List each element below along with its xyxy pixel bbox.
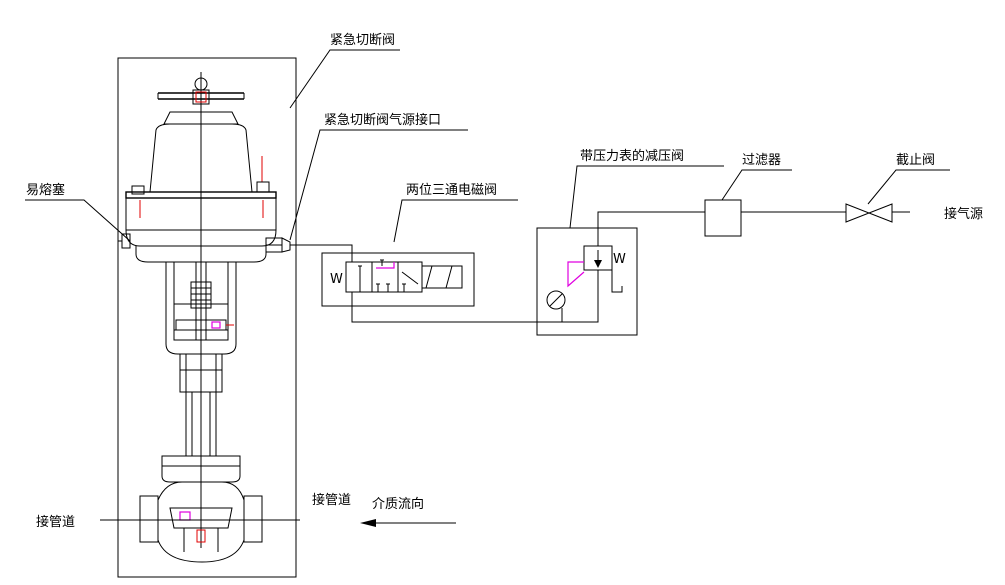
flow-arrow	[360, 519, 456, 527]
actuator-flange	[125, 191, 277, 263]
label-emergency-shutoff-valve: 紧急切断阀	[330, 33, 395, 48]
valve-assembly-frame	[117, 57, 297, 578]
handwheel	[157, 77, 245, 105]
label-fusible-plug: 易熔塞	[26, 182, 65, 198]
air-source-port	[265, 237, 291, 253]
reducer-spring-symbol: W	[613, 252, 626, 267]
label-air-source: 接气源	[944, 206, 983, 222]
bonnet-neck	[179, 353, 223, 457]
actuator-right-fitting	[256, 156, 270, 218]
air-supply-line	[290, 211, 910, 323]
label-pipe-right: 接管道	[312, 492, 351, 508]
stop-valve	[845, 203, 893, 223]
air-filter	[704, 199, 742, 237]
label-filter: 过滤器	[742, 153, 781, 168]
label-leaders	[25, 49, 950, 243]
valve-stem	[175, 262, 234, 340]
label-pressure-reducer: 带压力表的减压阀	[580, 148, 684, 164]
actuator-left-fitting	[131, 185, 145, 218]
solenoid-valve	[321, 252, 475, 307]
label-flow-direction: 介质流向	[372, 496, 424, 512]
label-stop-valve: 截止阀	[896, 153, 935, 168]
label-solenoid-valve: 两位三通电磁阀	[406, 183, 497, 198]
label-valve-air-port: 紧急切断阀气源接口	[324, 112, 441, 128]
label-pipe-left: 接管道	[36, 514, 75, 530]
pressure-reducing-valve	[536, 227, 638, 336]
solenoid-spring-symbol: W	[330, 272, 343, 287]
